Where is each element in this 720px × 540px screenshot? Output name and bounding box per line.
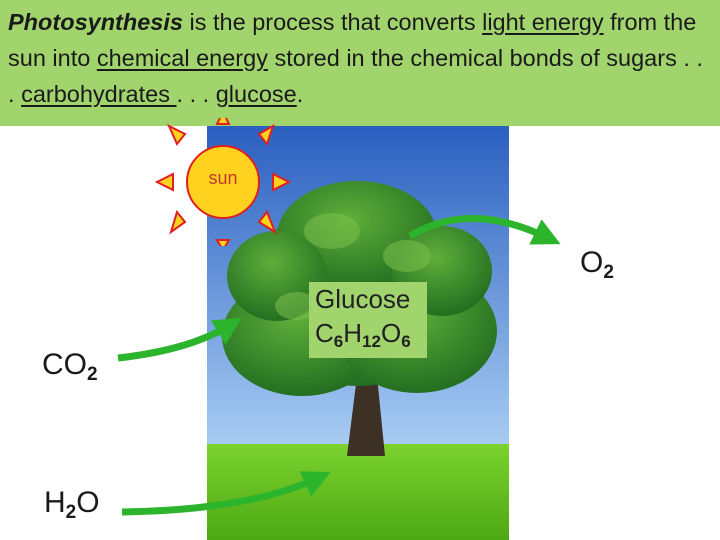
term-photosynthesis: Photosynthesis <box>8 9 183 35</box>
sun-label: sun <box>208 168 238 188</box>
sun-icon <box>155 118 291 246</box>
underline-carbohydrates: carbohydrates <box>21 81 177 107</box>
definition-text: Photosynthesis is the process that conve… <box>8 9 703 107</box>
glucose-name: Glucose <box>315 284 411 314</box>
glucose-formula: C6H12O6 <box>315 318 411 351</box>
underline-chemical-energy: chemical energy <box>96 45 268 71</box>
underline-light-energy: light energy <box>482 9 604 35</box>
co2-label: CO2 <box>42 348 98 385</box>
h2o-label: H2O <box>44 486 100 523</box>
glucose-box: Glucose C6H12O6 <box>309 282 427 358</box>
definition-banner: Photosynthesis is the process that conve… <box>0 0 720 126</box>
o2-label: O2 <box>580 246 614 283</box>
underline-glucose: glucose <box>215 81 297 107</box>
